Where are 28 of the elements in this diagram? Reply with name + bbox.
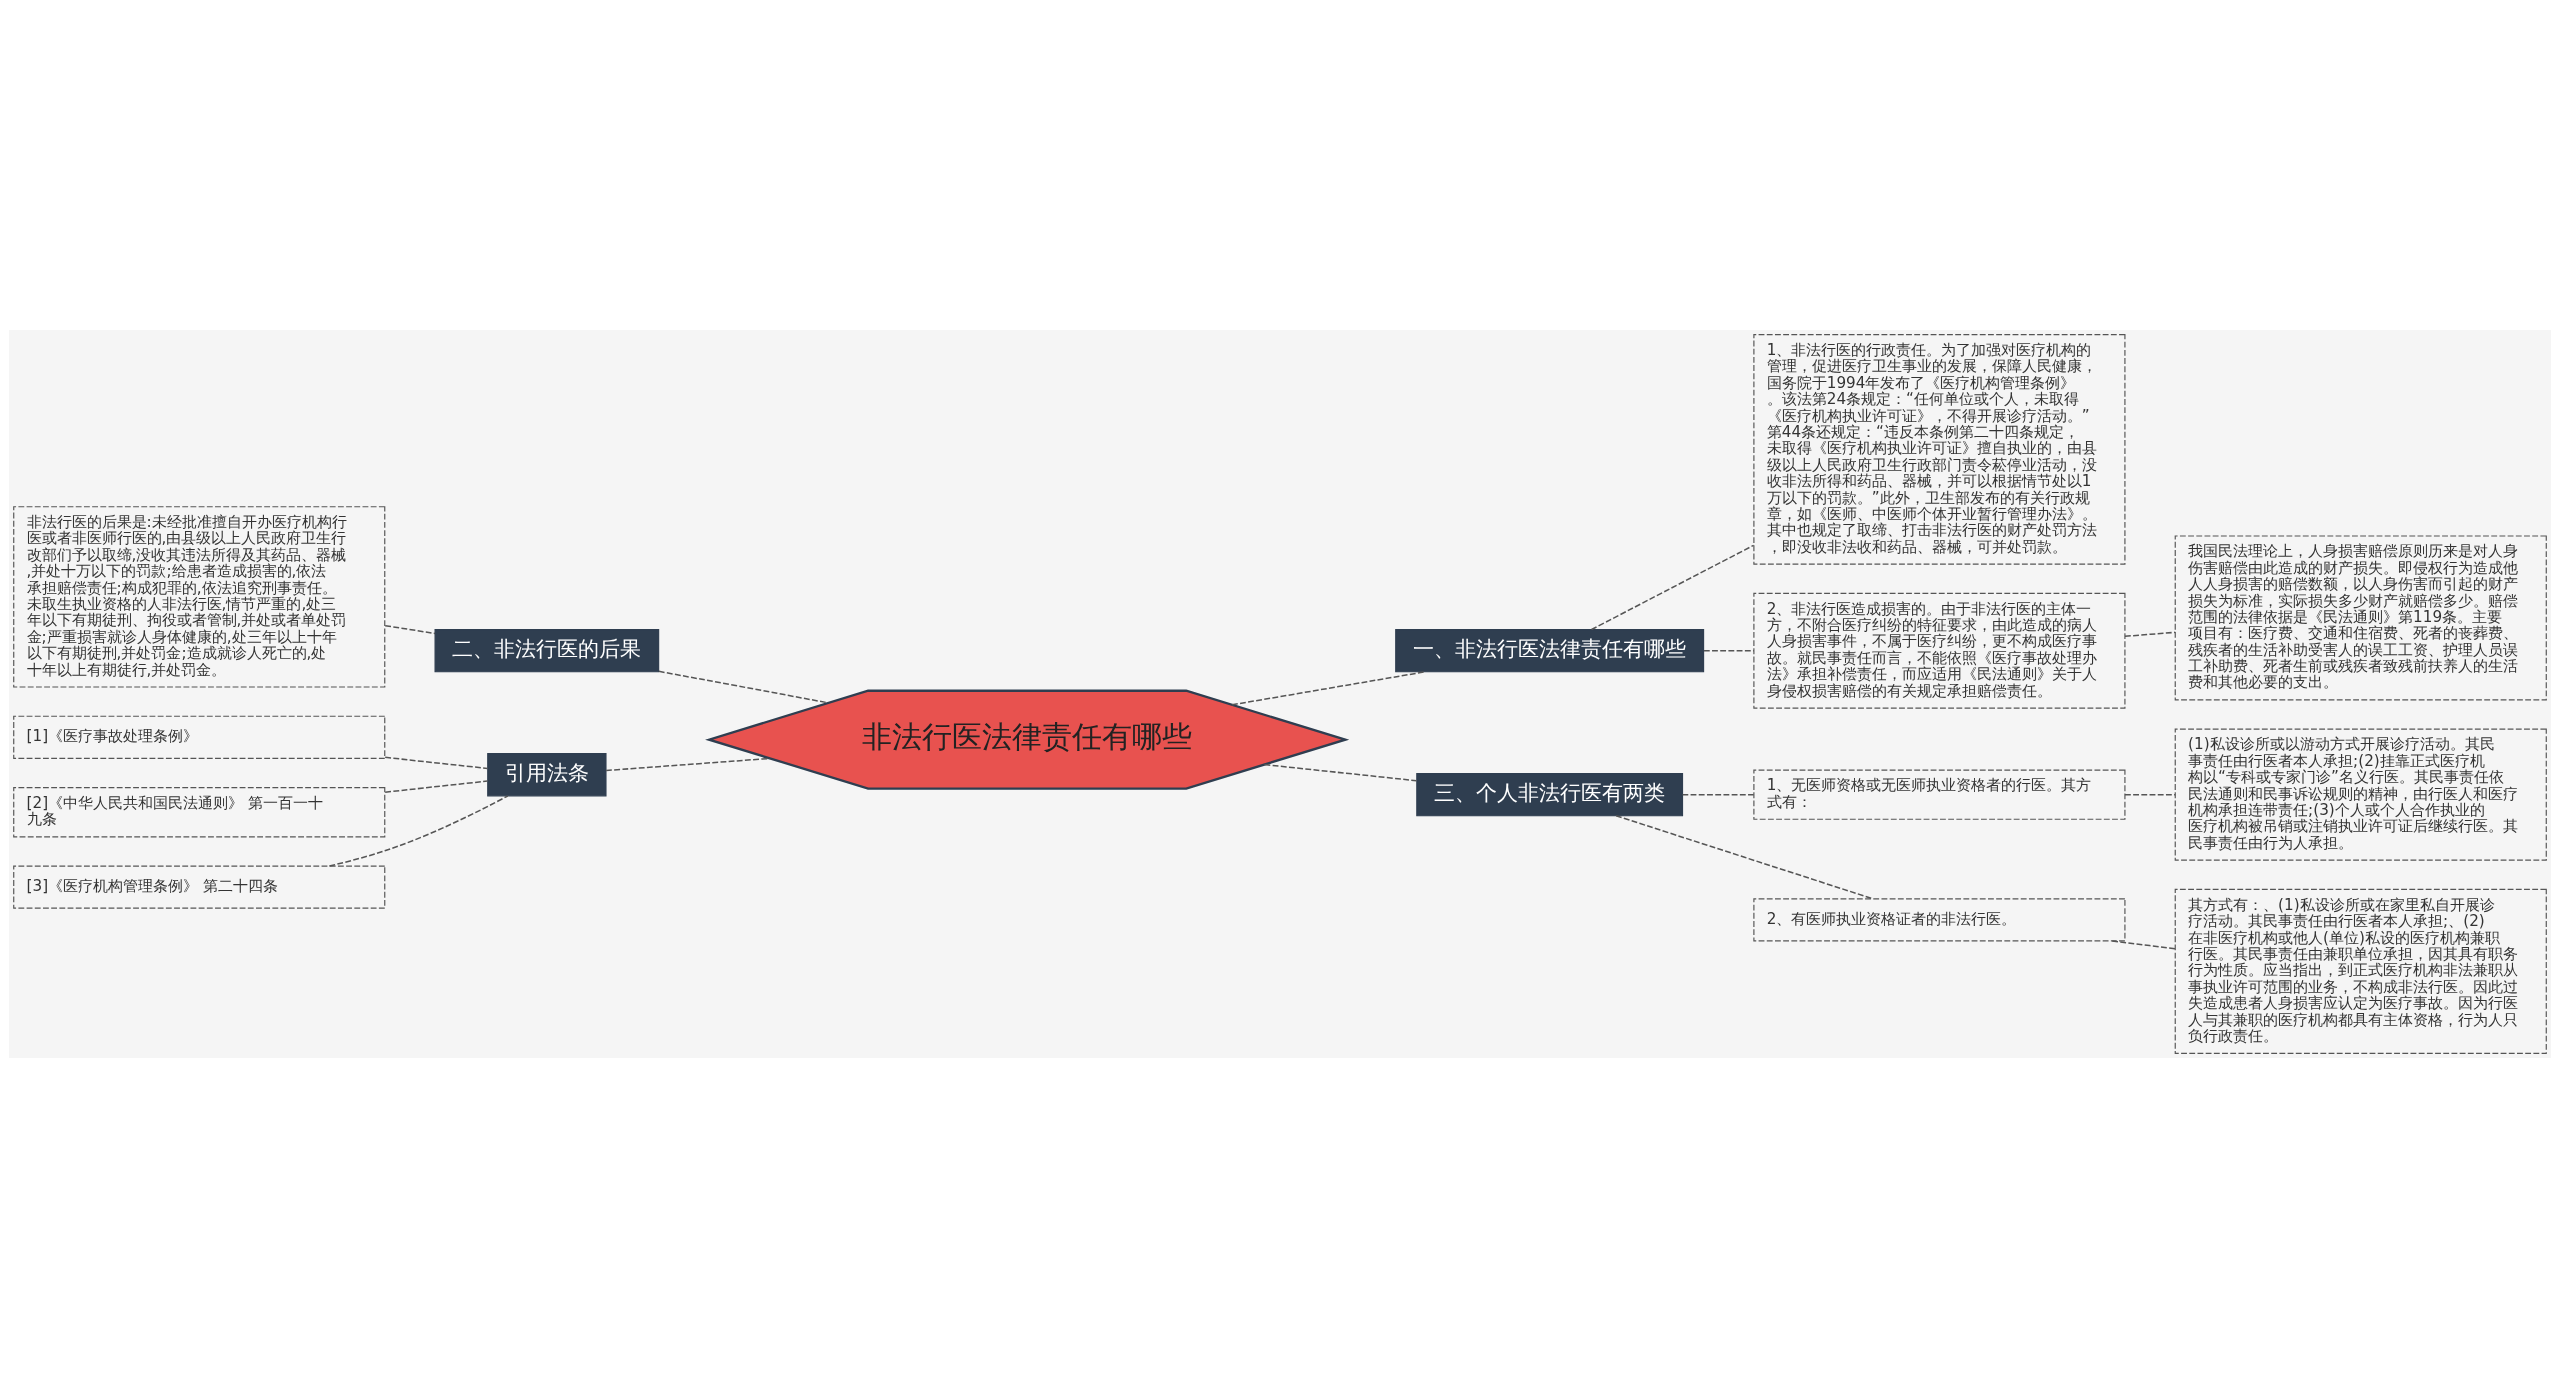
- node-box: 二、非法行医的后果: [434, 629, 660, 673]
- node-box: [3]《医疗机构管理条例》 第二十四条: [13, 865, 386, 909]
- connector: [384, 756, 489, 770]
- node-box: 1、非法行医的行政责任。为了加强对医疗机构的管理，促进医疗卫生事业的发展，保障人民健康，国务院于1994年发布了《医疗机构管理条例》。该法第24条规定：“任何单位或个人，未取得《医疗机构执业许可证》，不得开展诊疗活动。”第44条还规定：“违反本条例第二十四条规定，未取得《医疗机构执业许可证》擅自执业的，由县级以上人民政府卫生行政部门责令菘停业活动，没收非法所得和药品、器械，并可以根据情节处以1万以下的罚款。”此外，卫生部发布的有关行政规章，如《医师、中医师个体开业暂行管理办法》。其中也规定了取缔、打击非法行医的财产处罚方法，即没收非法收和药品、器械，可并处罚款。: [1753, 334, 2126, 565]
- connector: [384, 780, 489, 793]
- node-box: 三、个人非法行医有两类: [1416, 773, 1684, 817]
- node-box: [1]《医疗事故处理条例》: [13, 715, 386, 759]
- connector: [1231, 671, 1426, 706]
- connector: [1681, 793, 1755, 796]
- node-box: 一、非法行医法律责任有哪些: [1395, 629, 1705, 673]
- node-box: 2、有医师执业资格证者的非法行医。: [1753, 898, 2126, 942]
- node-box: 引用法条: [487, 753, 607, 797]
- node-box: 我国民法理论上，人身损害赔偿原则历来是对人身伤害赔偿由此造成的财产损失。即侵权行为造成他人人身损害的赔偿数额，以人身伤害而引起的财产损失为标准，实际损失多少财产就赔偿多少。赔偿范围的法律依据是《民法通则》第119条。主要项目有：医疗费、交通和住宿费、死者的丧葬费、残疾者的生活补助受害人的误工工资、护理人员误工补助费、死者生前或残疾者致残前扶养人的生活费和其他必要的支出。: [2174, 535, 2547, 701]
- connector: [2124, 793, 2176, 796]
- node-box: (1)私设诊所或以游动方式开展诊疗活动。其民事责任由行医者本人承担;(2)挂靠正式医疗机构以“专科或专家门诊”名义行医。其民事责任依民法通则和民事诉讼规则的精神，由行医人和医疗机构承担连带责任;(3)个人或个人合作执业的医疗机构被吊销或注销执业许可证后继续行医。其民事责任由行为人承担。: [2174, 728, 2547, 861]
- connector: [1590, 544, 1755, 631]
- node-box: 2、非法行医造成损害的。由于非法行医的主体一方，不附合医疗纠纷的特征要求，由此造成的病人人身损害事件，不属于医疗纠纷，更不构成医疗事故。就民事责任而言，不能依照《医疗事故处理办法》承担补偿责任，而应适用《民法通则》关于人身侵权损害赔偿的有关规定承担赔偿责任。: [1753, 592, 2126, 709]
- connector: [1263, 763, 1418, 782]
- connector: [1615, 815, 1874, 900]
- connector: [2111, 940, 2176, 950]
- node-box: 其方式有：、(1)私设诊所或在家里私自开展诊疗活动。其民事责任由行医者本人承担;、(2)在非医疗机构或他人(单位)私设的医疗机构兼职行医。其民事责任由兼职单位承担，因其具有职务行为性质。应当指出，到正式医疗机构非法兼职从事执业许可范围的业务，不构成非法行医。因此过失造成患者人身损害应认定为医疗事故。因为行医人与其兼职的医疗机构都具有主体资格，行为人只负行政责任。: [2174, 888, 2547, 1054]
- node-box: 非法行医的后果是:未经批准擅自开办医疗机构行医或者非医师行医的,由县级以上人民政府卫生行改部们予以取缔,没收其违法所得及其药品、器械,并处十万以下的罚款;给患者造成损害的,依法承担赔偿责任;构成犯罪的,依法追究刑事责任。未取生执业资格的人非法行医,情节严重的,处三年以下有期徒刑、拘役或者管制,并处或者单处罚金;严重损害就诊人身体健康的,处三年以上十年以下有期徒刑,并处罚金;造成就诊人死亡的,处十年以上有期徒行,并处罚金。: [13, 506, 386, 688]
- node-box: 1、无医师资格或无医师执业资格者的行医。其方式有：: [1753, 769, 2126, 820]
- connector: [1703, 649, 1755, 652]
- node-box: [2]《中华人民共和国民法通则》 第一百一十九条: [13, 787, 386, 838]
- connector: [658, 670, 829, 704]
- connector: [384, 624, 436, 635]
- connector: [2124, 631, 2176, 638]
